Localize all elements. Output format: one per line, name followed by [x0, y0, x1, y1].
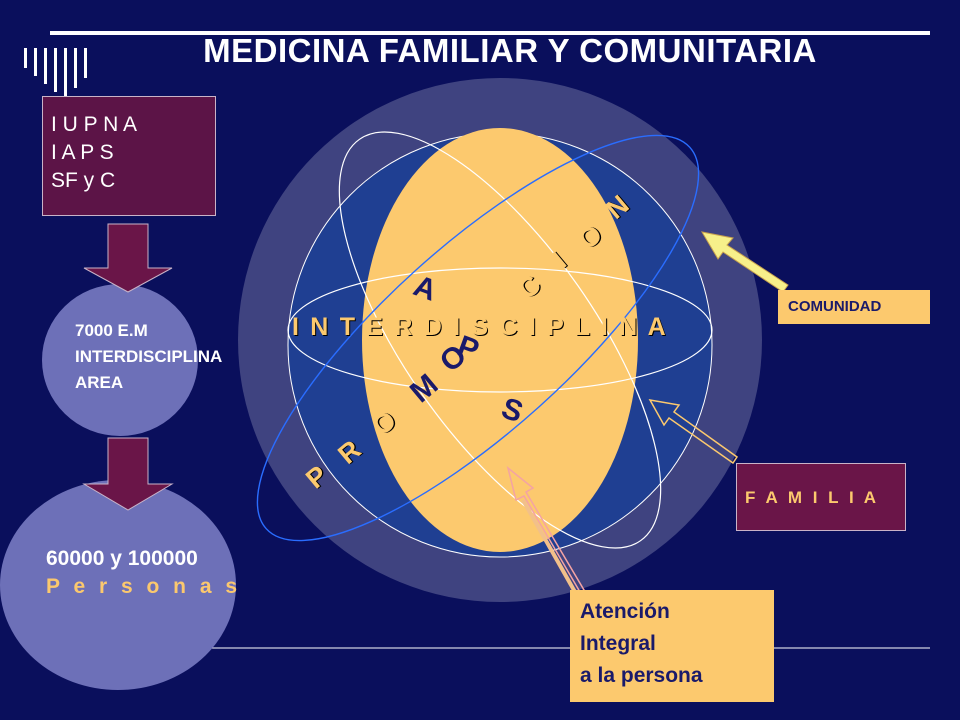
orbit-diagonal-blue [256, 134, 700, 542]
middle-circle [42, 284, 198, 436]
arrow-down-2 [82, 437, 174, 511]
page-title: MEDICINA FAMILIAR Y COMUNITARIA [203, 32, 817, 69]
comunidad-box: COMUNIDAD [778, 290, 930, 324]
iaps-line: I A P S [51, 141, 114, 164]
orbit-horizontal [287, 267, 713, 393]
population-range: 60000 y 100000 [46, 547, 198, 570]
iupna-line: I U P N A [51, 113, 137, 136]
arrow-familia [648, 398, 739, 465]
familia-box: F A M I L I A [736, 463, 906, 531]
atencion-line-1: Atención [580, 600, 670, 623]
arrow-down-1 [83, 223, 173, 293]
atencion-box: Atención Integral a la persona [570, 590, 774, 702]
bottom-circle-label: 60000 y 100000 P e r s o n a s [46, 545, 241, 601]
middle-line-3: AREA [75, 373, 124, 392]
orbit-diagonal-white [338, 131, 662, 549]
atencion-line-3: a la persona [580, 664, 703, 687]
interdisciplina-label: I N T E R D I S C I P L I N A [292, 313, 668, 341]
middle-circle-label: 7000 E.M INTERDISCIPLINA AREA [75, 318, 222, 396]
personas-label: P e r s o n a s [46, 575, 242, 598]
iupna-box: I U P N A I A P S SF y C [42, 96, 216, 216]
core-ellipse [362, 128, 638, 552]
decorative-ticks [24, 48, 87, 98]
middle-line-1: 7000 E.M [75, 321, 148, 340]
middle-line-2: INTERDISCIPLINA [75, 347, 223, 366]
bottom-circle [0, 480, 236, 690]
sfyc-line: SF y C [51, 169, 116, 192]
arrow-atencion-shaft [521, 499, 577, 593]
arrow-atencion [506, 466, 586, 593]
atencion-line-2: Integral [580, 632, 656, 655]
arrow-comunidad [701, 231, 789, 293]
